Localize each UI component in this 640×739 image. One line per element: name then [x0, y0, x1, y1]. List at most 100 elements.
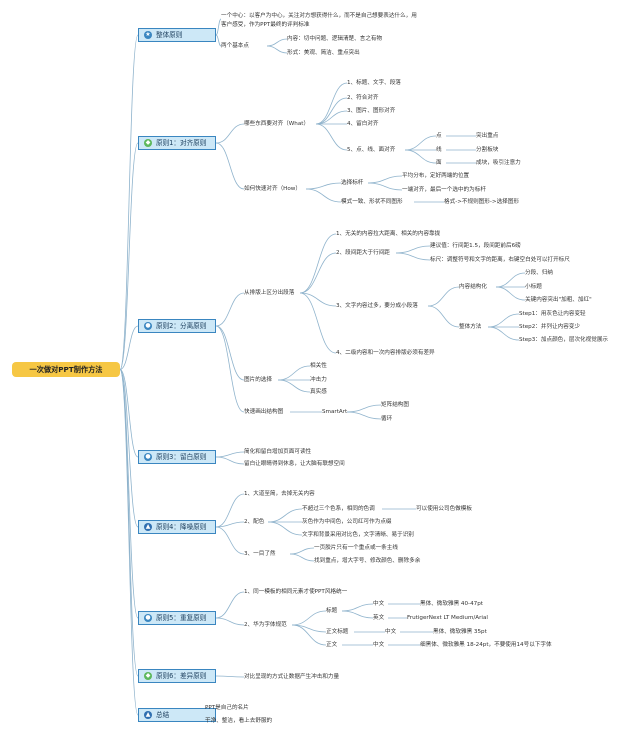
node[interactable]: 2、段间距大于行间距: [336, 250, 390, 256]
node[interactable]: 2、符合对齐: [347, 95, 379, 101]
node[interactable]: 格式->不规则图形->选择图形: [444, 199, 519, 205]
connector: [215, 292, 245, 327]
branch-principle-2[interactable]: ● 原则2：分离原则: [138, 319, 216, 333]
node[interactable]: 黑体、微软雅黑 35pt: [433, 629, 487, 635]
connector: [215, 456, 245, 465]
node[interactable]: 中文: [373, 642, 385, 648]
connector: [495, 272, 526, 288]
node[interactable]: 平均分布，定好两端的位置: [402, 173, 470, 179]
node[interactable]: 不超过三个色系，相同的色调: [302, 506, 375, 512]
node[interactable]: 标尺：调整符号和文字的距离，右键空白处可以打开标尺: [430, 257, 570, 263]
branch-overall-principle[interactable]: ★ 整体原则: [138, 28, 216, 42]
node[interactable]: 点: [436, 133, 442, 139]
branch-summary[interactable]: ▲ 总结: [138, 708, 216, 722]
node[interactable]: 黑体、微软雅黑 40-47pt: [420, 601, 483, 607]
branch-label: 原则1：对齐原则: [156, 139, 207, 147]
connector: [267, 508, 303, 523]
node[interactable]: 真实感: [310, 389, 327, 395]
node[interactable]: 建议值：行间距1.5，段间距前后6磅: [430, 243, 521, 249]
node[interactable]: 1、同一模板的相同元素才使PPT风格统一: [244, 589, 348, 595]
node[interactable]: 干净、整洁，看上去舒服的: [205, 718, 273, 724]
node[interactable]: 循环: [381, 416, 393, 422]
node[interactable]: 内容结构化: [459, 284, 487, 290]
node[interactable]: 分割板块: [476, 147, 499, 153]
node[interactable]: 形式：美观、简洁、重点突出: [287, 50, 360, 56]
node[interactable]: 标题: [326, 608, 338, 614]
node[interactable]: 面: [436, 160, 442, 166]
connector: [215, 123, 245, 144]
branch-principle-4[interactable]: ▲ 原则4：降噪原则: [138, 520, 216, 534]
node[interactable]: 简化和留白增加页面可读性: [244, 449, 312, 455]
node[interactable]: 相关性: [310, 363, 327, 369]
node[interactable]: 4、留白对齐: [347, 121, 379, 127]
node[interactable]: 留白让眼睛得到休息，让大脑有联想空间: [244, 461, 345, 467]
node[interactable]: 突出重点: [476, 133, 499, 139]
node[interactable]: 文字和背景采用对比色，文字清晰、易于识别: [302, 532, 414, 538]
connector: [277, 365, 311, 381]
node[interactable]: 两个基本点: [221, 43, 249, 49]
node[interactable]: 矩阵结构图: [381, 402, 409, 408]
node[interactable]: 中文: [373, 601, 385, 607]
node[interactable]: 英文: [373, 615, 385, 621]
connector: [215, 325, 245, 413]
node[interactable]: 2、配色: [244, 519, 265, 525]
node[interactable]: 5、点、线、面对齐: [347, 147, 396, 153]
connector: [404, 135, 437, 151]
node[interactable]: 1、标题、文字、段落: [347, 80, 401, 86]
node[interactable]: 内容：切中问题、逻辑清楚、言之有物: [287, 36, 383, 42]
node[interactable]: 可以使用公司色做模板: [416, 506, 472, 512]
node[interactable]: 小标题: [525, 284, 542, 290]
node[interactable]: 正文标题: [326, 629, 349, 635]
branch-principle-5[interactable]: ● 原则5：重复原则: [138, 611, 216, 625]
node[interactable]: FrutigerNext LT Medium/Arial: [407, 615, 488, 621]
connector: [119, 369, 139, 619]
node[interactable]: 从排版上区分出段落: [244, 290, 295, 296]
node[interactable]: 哪些东西要对齐（What）: [244, 121, 310, 127]
connector: [367, 182, 403, 191]
connector: [427, 286, 460, 307]
node[interactable]: 中文: [385, 629, 397, 635]
node[interactable]: Step1：用灰色让内容变轻: [519, 311, 586, 317]
node[interactable]: 2、华为字体规范: [244, 622, 287, 628]
node[interactable]: 快速画出结构图: [244, 409, 284, 415]
node[interactable]: 线: [436, 147, 442, 153]
node[interactable]: 找到重点，增大字号、修改颜色、删除多余: [314, 558, 421, 564]
node[interactable]: Step2：并列让内容变少: [519, 324, 581, 330]
node[interactable]: 如何快速对齐（How）: [244, 186, 301, 192]
node[interactable]: 关键内容突出"加粗、加红": [525, 297, 592, 303]
branch-principle-3[interactable]: ● 原则3：留白原则: [138, 450, 216, 464]
node[interactable]: 细黑体、微软雅黑 18-24pt，不要使用14号以下字体: [420, 642, 552, 648]
node[interactable]: 图片的选择: [244, 377, 272, 383]
root-node[interactable]: 一次做对PPT制作方法: [12, 362, 120, 377]
node[interactable]: Step3：加点颜色，层次化视觉展示: [519, 337, 609, 343]
node[interactable]: 3、图片、图形对齐: [347, 108, 396, 114]
node[interactable]: PPT是自己的名片: [205, 705, 249, 711]
diamond-icon: ◆: [144, 672, 152, 680]
branch-principle-6[interactable]: ◆ 原则6：差异原则: [138, 669, 216, 683]
node[interactable]: 一端对齐，最后一个选中的为标杆: [402, 187, 486, 193]
node[interactable]: 4、二级内容和一次内容排版必须有差异: [336, 350, 435, 356]
node[interactable]: 分段、归纳: [525, 270, 553, 276]
node[interactable]: 一页胶片只有一个重点或一条主线: [314, 545, 398, 551]
node[interactable]: 选择标杆: [341, 180, 364, 186]
node[interactable]: SmartArt: [322, 409, 348, 415]
node[interactable]: 客户感受，作为PPT最终的评判标准: [221, 22, 310, 28]
node[interactable]: 正文: [326, 642, 338, 648]
connector: [299, 233, 337, 294]
node[interactable]: 成块，吸引注意力: [476, 160, 521, 166]
node[interactable]: 1、大道至简，去掉无关内容: [244, 491, 315, 497]
node[interactable]: 3、一目了然: [244, 551, 276, 557]
node[interactable]: 1、无关的内容拉大距离、相关的内容靠拢: [336, 231, 441, 237]
connector: [267, 521, 303, 536]
node[interactable]: 整体方法: [459, 324, 482, 330]
branch-principle-1[interactable]: ◆ 原则1：对齐原则: [138, 136, 216, 150]
node[interactable]: 对比呈现的方式让数据产生冲击和力量: [244, 674, 340, 680]
node[interactable]: 模式一致、形状不同图形: [341, 199, 403, 205]
connector: [215, 526, 245, 555]
node[interactable]: 灰色作为中间色，公司红可作为点缀: [302, 519, 392, 525]
connector: [291, 624, 327, 646]
node[interactable]: 冲击力: [310, 377, 327, 383]
node[interactable]: 一个中心：以客户为中心，关注对方想获得什么，而不是自己想要表达什么，用: [221, 13, 417, 19]
node[interactable]: 3、文字内容过多，要分成小段落: [336, 303, 418, 309]
